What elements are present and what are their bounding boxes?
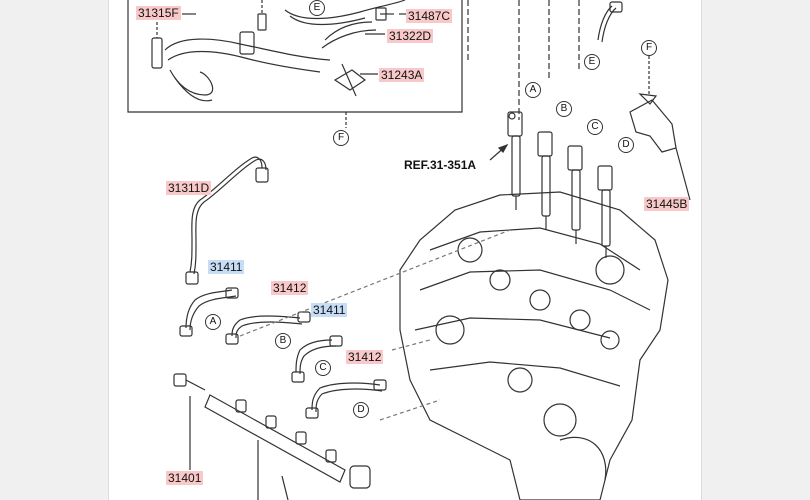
return-pipe bbox=[164, 38, 331, 61]
callout-E-top: E bbox=[309, 0, 325, 16]
label-ref[interactable]: REF.31-351A bbox=[404, 158, 477, 172]
sensor-31315F bbox=[151, 37, 163, 69]
pipe-D bbox=[311, 382, 381, 411]
label-31411-upper[interactable]: 31411 bbox=[208, 260, 245, 274]
callout-B-pipe: B bbox=[275, 333, 291, 349]
callout-C-pipe: C bbox=[315, 360, 331, 376]
callout-A-injector: A bbox=[525, 82, 541, 98]
engine-block bbox=[399, 191, 669, 500]
label-31401[interactable]: 31401 bbox=[166, 471, 204, 485]
pipe-B bbox=[231, 315, 301, 337]
label-31412-upper[interactable]: 31412 bbox=[271, 281, 309, 295]
left-margin bbox=[0, 0, 109, 500]
callout-D-injector: D bbox=[618, 137, 634, 153]
callout-D-pipe: D bbox=[353, 402, 369, 418]
pipe-31311D bbox=[189, 156, 263, 273]
injector-B bbox=[537, 131, 553, 230]
label-31487C[interactable]: 31487C bbox=[406, 9, 453, 23]
label-31445B[interactable]: 31445B bbox=[644, 197, 690, 211]
bracket-31445B bbox=[629, 99, 677, 153]
pipe-A bbox=[185, 289, 233, 329]
callout-F-box: F bbox=[333, 130, 349, 146]
callout-B-injector: B bbox=[556, 101, 572, 117]
label-31311D[interactable]: 31311D bbox=[166, 181, 212, 195]
label-31412-lower[interactable]: 31412 bbox=[346, 350, 384, 364]
callout-A-pipe: A bbox=[205, 314, 221, 330]
clip-31243A bbox=[333, 69, 367, 91]
label-31315F[interactable]: 31315F bbox=[136, 6, 181, 20]
common-rail-31401 bbox=[204, 394, 346, 483]
label-31411-lower[interactable]: 31411 bbox=[311, 303, 348, 317]
injector-A bbox=[507, 111, 523, 210]
right-margin bbox=[701, 0, 810, 500]
callout-F-bracket: F bbox=[641, 40, 657, 56]
detail-box bbox=[127, 0, 463, 113]
pipe-C bbox=[295, 339, 333, 373]
label-31322D[interactable]: 31322D bbox=[387, 29, 434, 43]
callout-C-injector: C bbox=[587, 119, 603, 135]
label-31243A[interactable]: 31243A bbox=[379, 68, 425, 82]
callout-E-pipe: E bbox=[584, 54, 600, 70]
